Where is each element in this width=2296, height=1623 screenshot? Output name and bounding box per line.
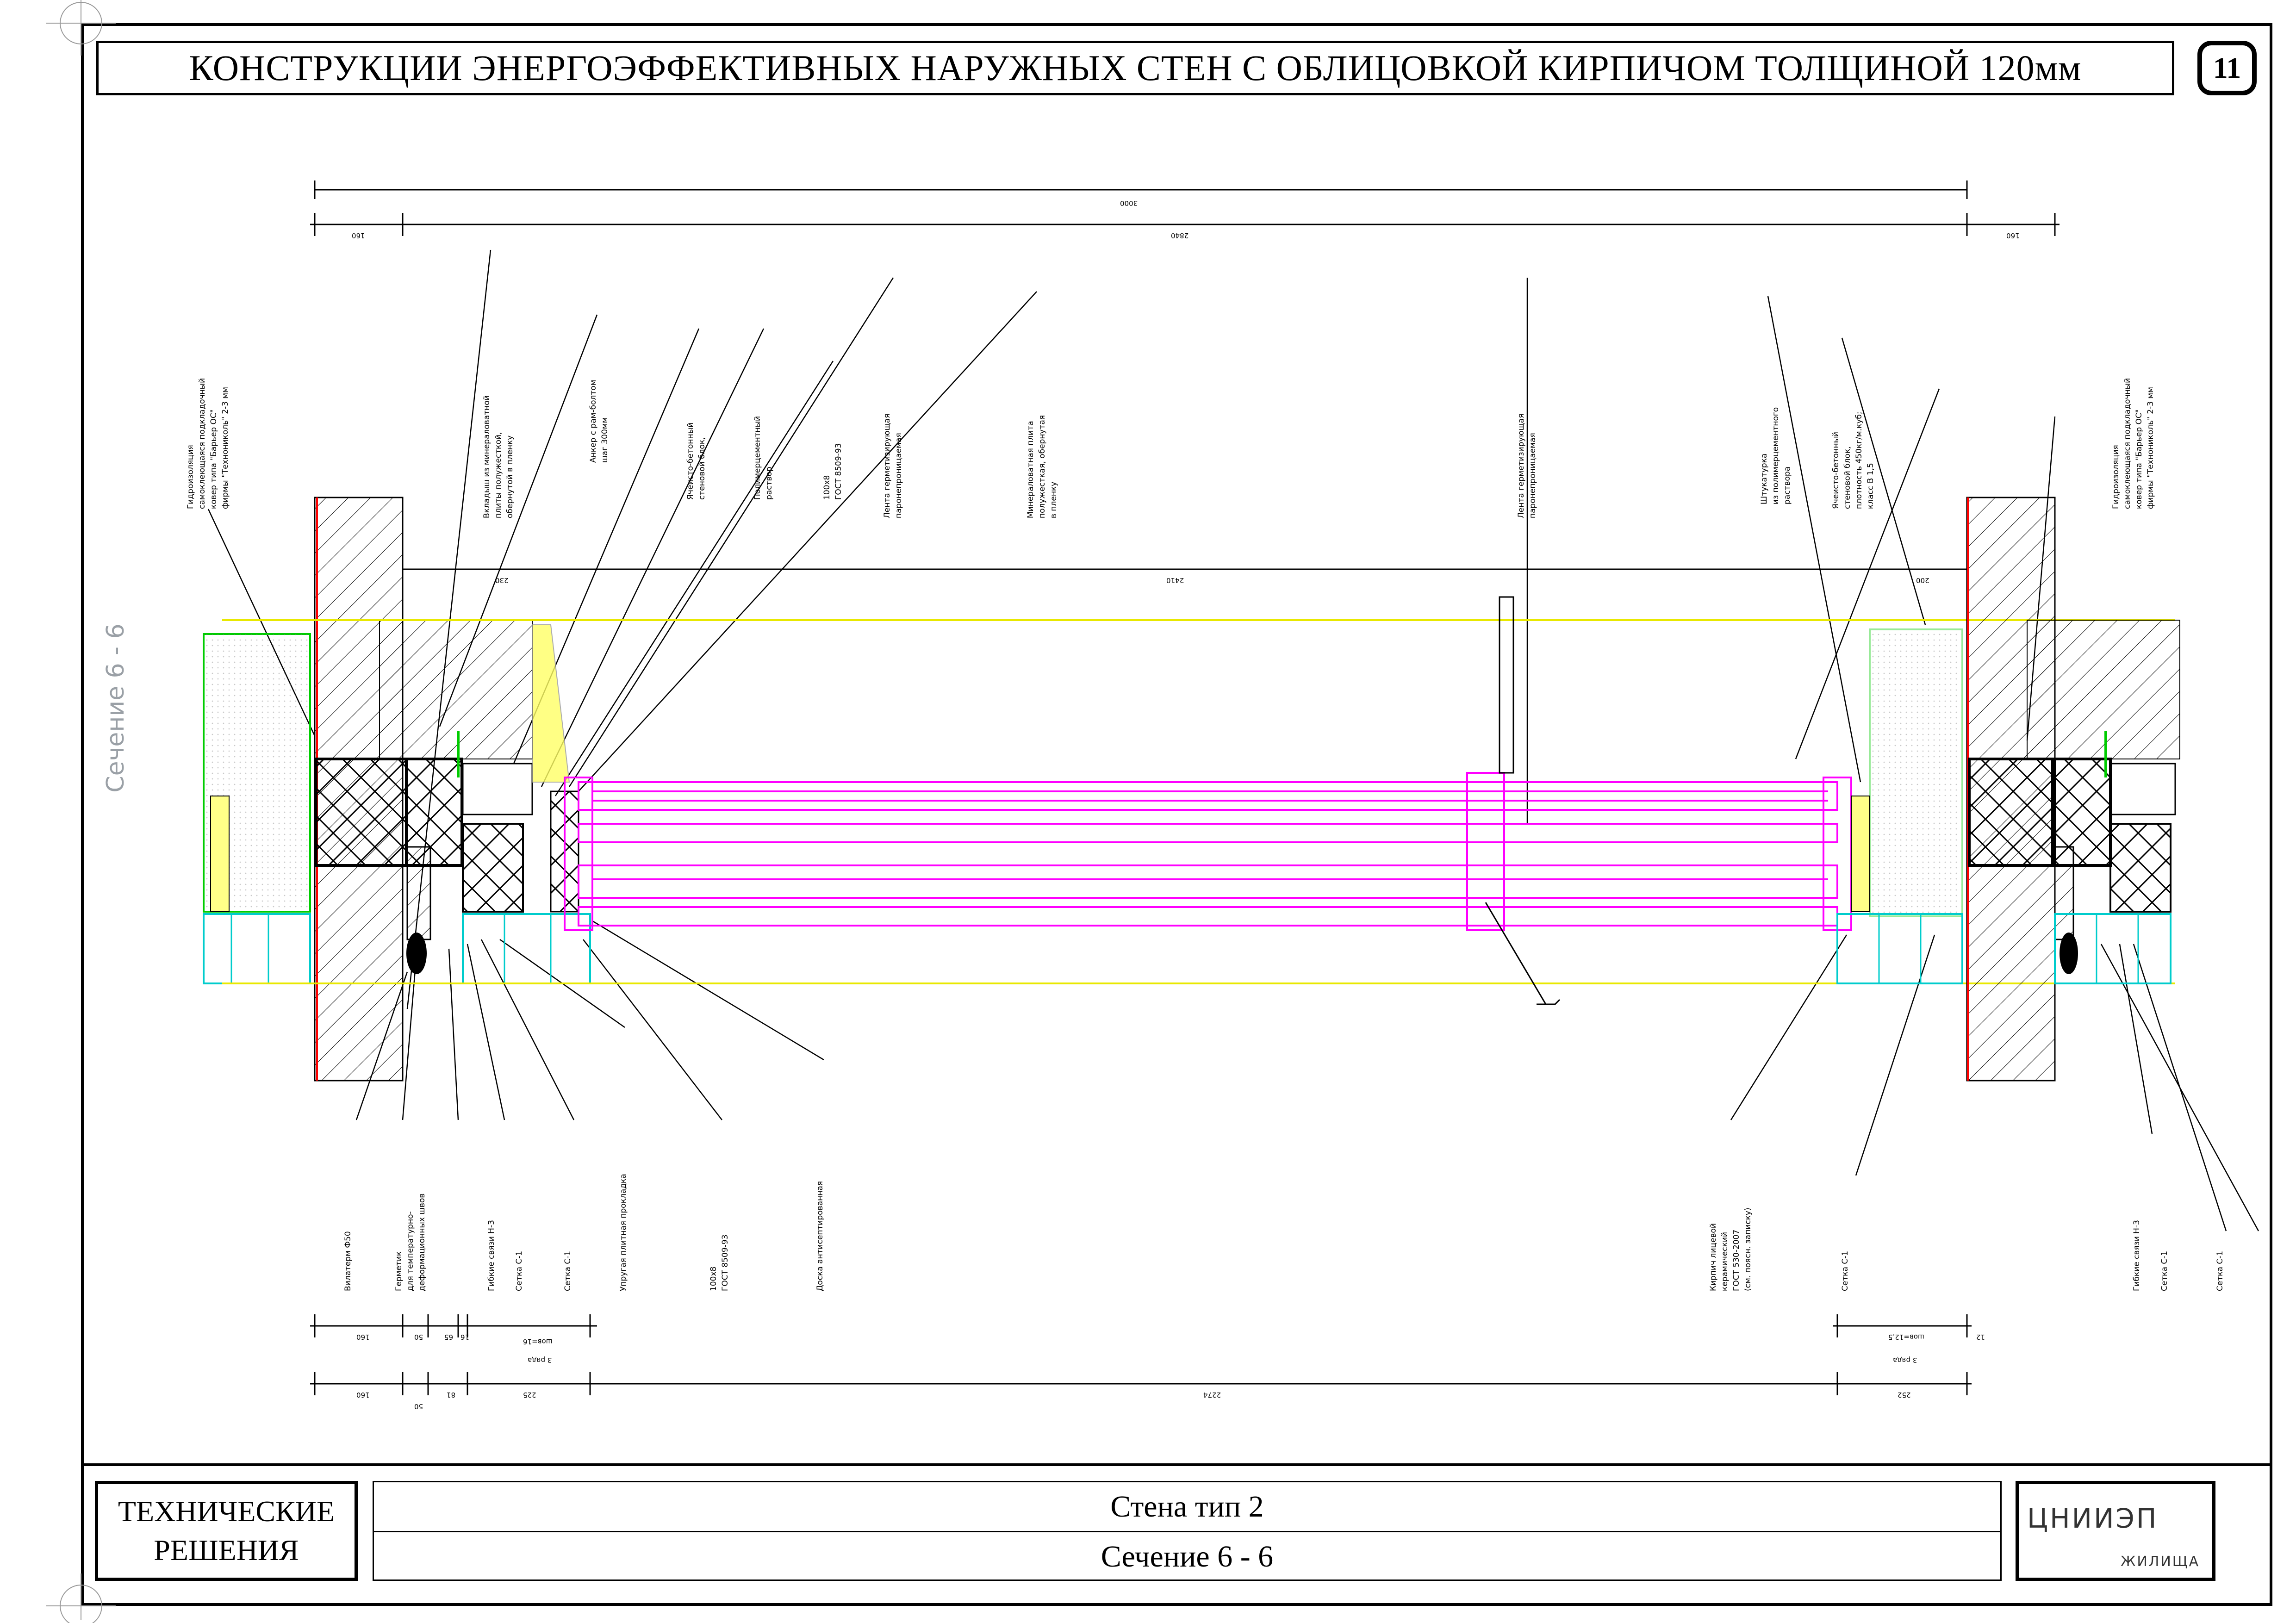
dim-bottom-b: 65 [444, 1333, 454, 1341]
dim-bottom-right: 252 [1898, 1391, 1911, 1399]
dimension-lines-bottom [310, 1314, 1972, 1395]
sheet-number: 11 [2197, 41, 2257, 95]
dim-bottom-left-b: 160 [356, 1391, 370, 1399]
left-frame [406, 624, 591, 984]
dim-rows-note: 3 ряда [528, 1356, 552, 1364]
label-elastic-gasket: Упругая плитная прокладка [619, 1174, 628, 1291]
dimension-lines-top [310, 180, 2060, 578]
dim-right-pier: 160 [2006, 231, 2020, 240]
dim-bottom-left-a: 160 [356, 1333, 370, 1341]
tech-solutions-box: ТЕХНИЧЕСКИЕ РЕШЕНИЯ [95, 1481, 358, 1581]
dim-bottom-c: 16 [460, 1333, 470, 1341]
left-wall [203, 497, 533, 1082]
drawing-name-box: Стена тип 2 Сечение 6 - 6 [373, 1481, 2002, 1581]
dim-inner-opening: 2410 [1166, 576, 1184, 585]
organization-box: ЦНИИЭП ЖИЛИЩА [2016, 1481, 2215, 1581]
stamp-divider [81, 1463, 2272, 1466]
dim-overall: 3000 [1120, 199, 1138, 207]
dim-inner-left: 230 [495, 576, 509, 585]
dim-bottom-a2: 50 [414, 1402, 423, 1411]
corner-crosshair-bl [46, 1573, 116, 1623]
label-mesh-2: Сетка С-1 [563, 1250, 572, 1291]
tech-line-2: РЕШЕНИЯ [154, 1534, 299, 1567]
window-sash [564, 772, 1852, 931]
dim-right-small: 12 [1976, 1333, 1985, 1341]
section-label: Сечение 6 - 6 [102, 623, 130, 793]
sheet-frame [81, 23, 2272, 1606]
window-mullion [1485, 596, 1561, 1005]
label-antiseptic-board: Доска антисептированная [815, 1181, 825, 1291]
org-sub-text: ЖИЛИЩА [2121, 1554, 2200, 1570]
dim-bottom-a: 50 [414, 1333, 423, 1341]
label-flexible-ties-right: Гибкие связи Н-3 [2132, 1220, 2141, 1291]
dim-bottom-e: 81 [447, 1391, 456, 1399]
dim-bottom-d: 225 [523, 1391, 536, 1399]
title-box: КОНСТРУКЦИИ ЭНЕРГОЭФФЕКТИВНЫХ НАРУЖНЫХ С… [96, 41, 2174, 95]
label-mesh-right-3: Сетка С-1 [2215, 1250, 2225, 1291]
label-mesh-right-1: Сетка С-1 [1841, 1250, 1850, 1291]
page-title: КОНСТРУКЦИИ ЭНЕРГОЭФФЕКТИВНЫХ НАРУЖНЫХ С… [189, 48, 2082, 88]
dim-bottom-opening: 2274 [1203, 1391, 1221, 1399]
right-wall [1836, 497, 2180, 1082]
label-vilaterm: Вилатерм Ф50 [343, 1231, 353, 1291]
dim-left-pier: 160 [352, 231, 365, 240]
label-mesh-1: Сетка С-1 [515, 1250, 524, 1291]
dim-opening: 2840 [1171, 231, 1189, 240]
section-name: Сечение 6 - 6 [1101, 1539, 1274, 1573]
dim-rows-note-right: 3 ряда [1893, 1356, 1917, 1364]
org-logo-text: ЦНИИЭП [2027, 1503, 2159, 1534]
wall-type: Стена тип 2 [374, 1482, 2000, 1532]
label-flexible-ties-left: Гибкие связи Н-3 [487, 1220, 496, 1291]
dim-rows-note-right-b: шов=12,5 [1888, 1333, 1924, 1341]
corner-crosshair-tl [46, 0, 116, 56]
label-mesh-right-2: Сетка С-1 [2160, 1250, 2169, 1291]
dim-inner-right: 200 [1916, 576, 1929, 585]
dim-rows-note-b: шов=16 [523, 1337, 553, 1346]
tech-line-1: ТЕХНИЧЕСКИЕ [118, 1495, 335, 1528]
